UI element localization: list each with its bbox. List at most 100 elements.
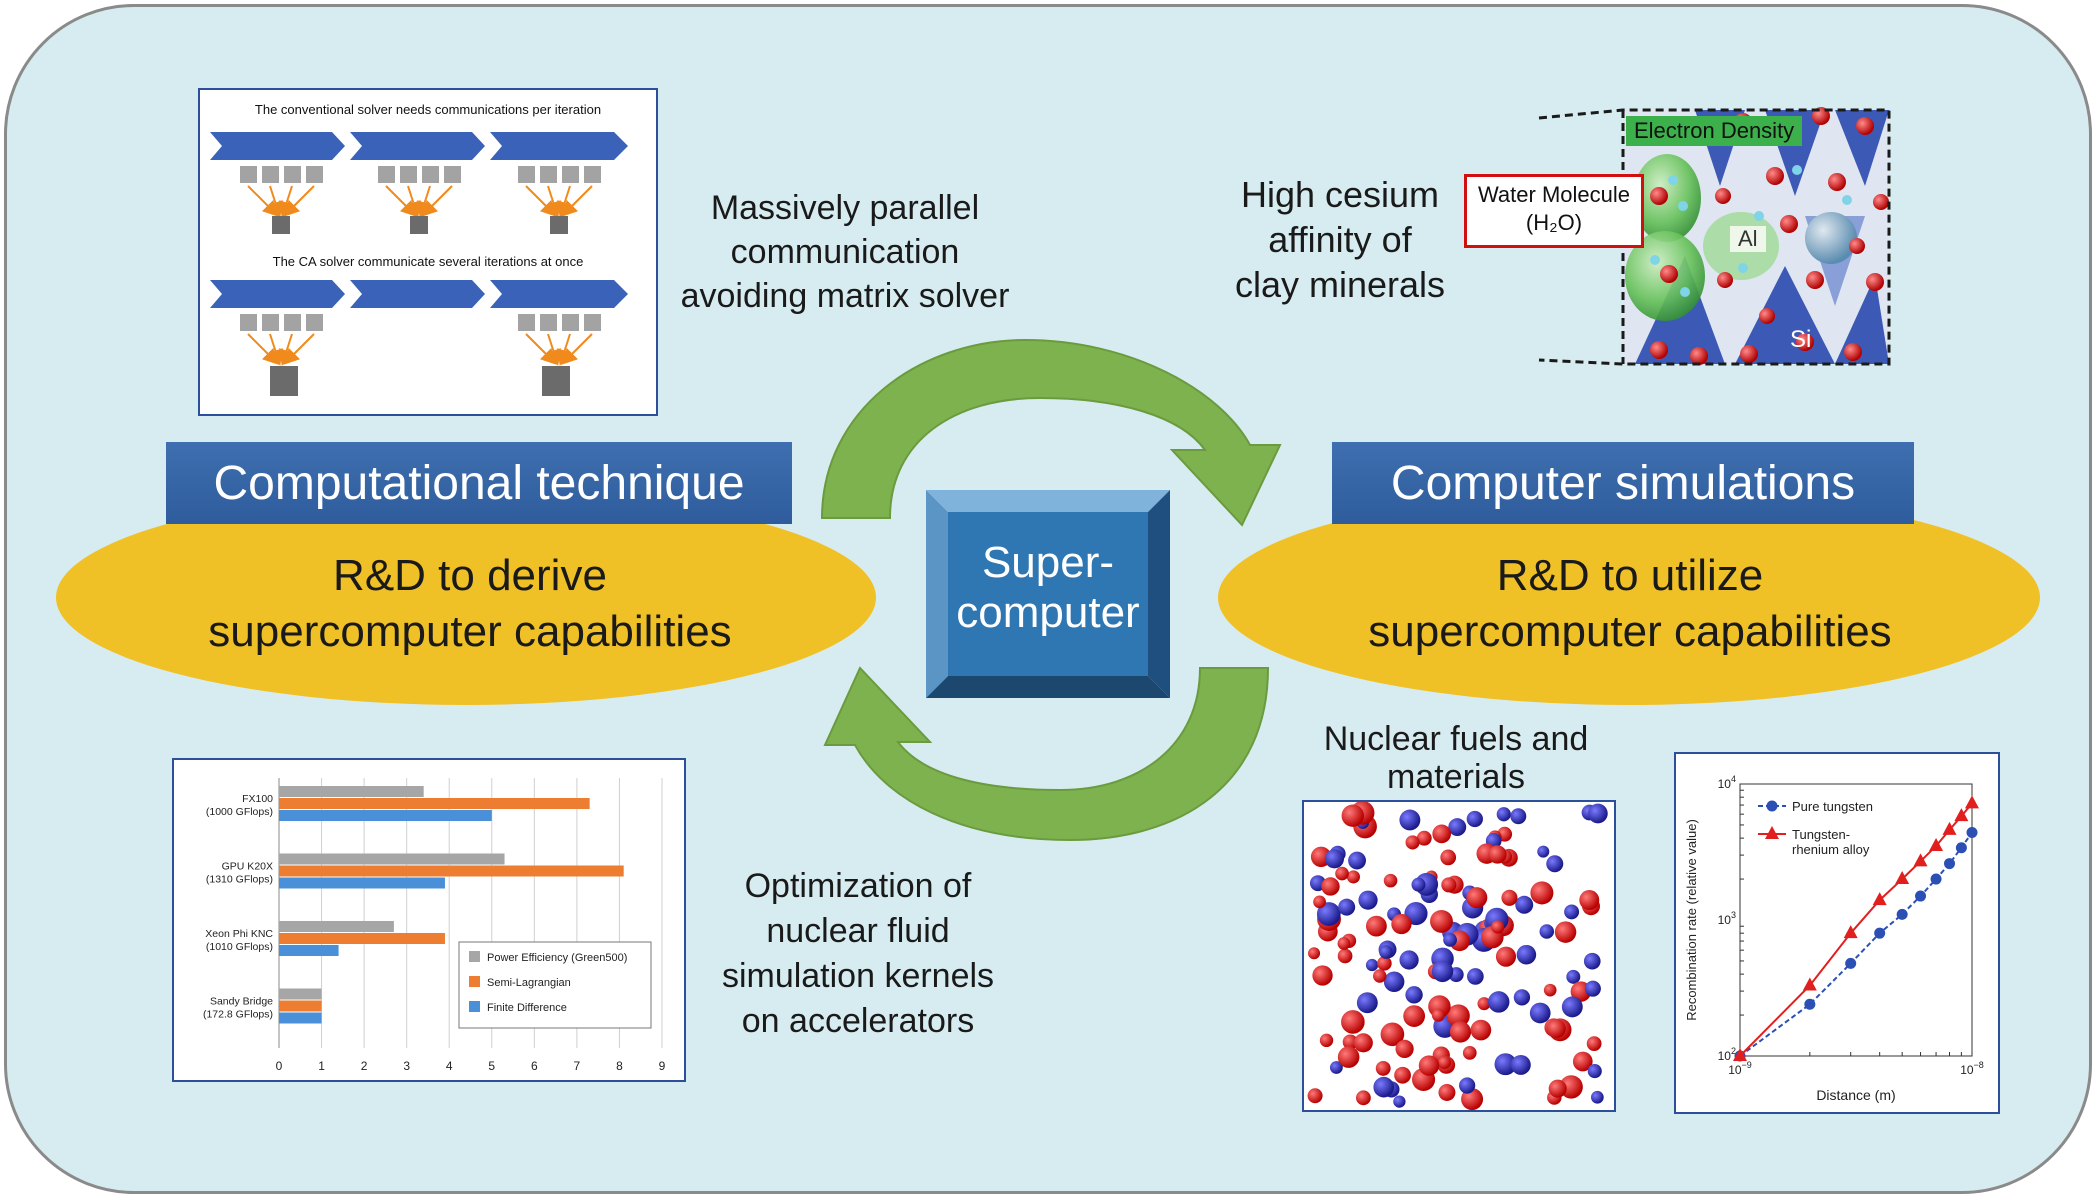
bar xyxy=(279,798,590,809)
supercomputer-line-2: computer xyxy=(956,588,1140,637)
top-cycle-arrow xyxy=(820,338,1282,527)
data-point-circle xyxy=(1955,842,1967,854)
bar xyxy=(279,933,445,944)
right-ellipse xyxy=(1218,490,2040,705)
atom-red xyxy=(1430,909,1453,933)
atom-red xyxy=(1554,921,1577,943)
data-point-triangle xyxy=(1802,977,1817,991)
data-point-triangle xyxy=(1954,808,1969,822)
y-tick-label: 103 xyxy=(1718,910,1736,927)
atom-blue xyxy=(1510,808,1527,825)
bar xyxy=(279,1012,322,1024)
atom-red xyxy=(1383,873,1398,888)
data-point-triangle xyxy=(1965,795,1979,809)
data-point-circle xyxy=(1930,873,1942,885)
left-ellipse xyxy=(56,490,876,705)
caption-cesium-line-3: clay minerals xyxy=(1234,264,1446,305)
bar-category-label: Sandy Bridge xyxy=(210,996,273,1008)
bar xyxy=(279,865,624,877)
solver-title-ca: The CA solver communicate several iterat… xyxy=(272,254,584,269)
left-ellipse-line-1: R&D to derive xyxy=(333,551,607,600)
atom-red xyxy=(1365,915,1387,937)
caption-kernel-line-4: on accelerators xyxy=(741,1002,975,1040)
data-point-triangle xyxy=(1895,871,1910,885)
right-ellipse-line-2: supercomputer capabilities xyxy=(1368,607,1892,656)
solver-diagram xyxy=(210,132,628,396)
y-tick-exponent: 2 xyxy=(1731,1046,1736,1056)
electron-density-label: Electron Density xyxy=(1626,116,1803,146)
data-point-circle xyxy=(1874,927,1886,939)
atom-blue xyxy=(1324,849,1344,869)
supercomputer-label: Super- computer xyxy=(948,538,1148,638)
bar-x-tick-label: 1 xyxy=(318,1059,325,1073)
conventional-nodes xyxy=(240,166,601,183)
right-header-label: Computer simulations xyxy=(1390,456,1856,510)
y-tick-exponent: 4 xyxy=(1731,774,1736,784)
atom-blue xyxy=(1431,960,1454,983)
atom-red xyxy=(1432,824,1452,844)
x-tick-exponent: −9 xyxy=(1742,1060,1752,1070)
atom-red xyxy=(1373,969,1387,983)
atom-blue xyxy=(1515,895,1534,914)
hydrogen-atoms xyxy=(1650,165,1852,297)
legend-marker xyxy=(1765,826,1779,839)
atom-blue xyxy=(1316,902,1341,926)
caption-cesium-affinity: High cesium affinity of clay minerals xyxy=(1220,172,1460,307)
bar-x-tick-label: 2 xyxy=(361,1059,368,1073)
atom-red xyxy=(1346,870,1360,884)
atom-blue xyxy=(1443,932,1457,947)
atom-red xyxy=(1470,1019,1492,1041)
atom-red xyxy=(1579,890,1600,911)
x-tick-base: 10 xyxy=(1728,1063,1742,1077)
bar-legend-label: Power Efficiency (Green500) xyxy=(487,952,627,964)
atom-blue xyxy=(1399,950,1419,970)
bar xyxy=(279,877,445,889)
si-label: Si xyxy=(1790,326,1812,353)
solver-figure: The conventional solver needs communicat… xyxy=(198,88,658,416)
data-point-circle xyxy=(1915,890,1927,902)
y-tick-base: 10 xyxy=(1718,913,1732,927)
caption-communication-avoiding: Massively parallel communication avoidin… xyxy=(650,186,1040,318)
bar xyxy=(279,921,394,932)
bar-x-tick-label: 6 xyxy=(531,1059,538,1073)
caption-cesium-line-1: High cesium xyxy=(1240,174,1440,215)
atom-blue xyxy=(1411,877,1426,892)
bar-category-label: Xeon Phi KNC xyxy=(205,928,273,940)
atom-blue xyxy=(1587,1064,1602,1079)
x-axis-label: Distance (m) xyxy=(1816,1087,1895,1103)
atom-red xyxy=(1308,947,1321,960)
series-line xyxy=(1739,802,1973,1057)
bar-legend-label: Finite Difference xyxy=(487,1002,567,1014)
water-formula-label: (H₂O) xyxy=(1525,210,1583,235)
data-point-circle xyxy=(1944,858,1956,870)
atom-red xyxy=(1394,1066,1411,1084)
bar xyxy=(279,810,492,821)
left-ellipse-line-2: supercomputer capabilities xyxy=(208,607,732,656)
atom-blue xyxy=(1448,818,1467,837)
atom-red xyxy=(1462,1046,1477,1060)
atom-red xyxy=(1312,965,1333,986)
legend-label: Tungsten- xyxy=(1792,827,1850,842)
x-tick-base: 10 xyxy=(1960,1063,1974,1077)
y-tick-base: 10 xyxy=(1718,1049,1732,1063)
bar-category-sublabel: (1010 GFlops) xyxy=(206,941,273,953)
atom-red xyxy=(1337,1046,1360,1068)
data-point-triangle xyxy=(1733,1048,1747,1061)
y-tick-base: 10 xyxy=(1718,777,1732,791)
legend-label: rhenium alloy xyxy=(1792,842,1870,857)
atom-red xyxy=(1466,887,1488,909)
series-line xyxy=(1739,831,1973,1057)
atom-blue xyxy=(1513,989,1531,1006)
atom-red xyxy=(1341,1010,1365,1034)
supercomputer-block xyxy=(926,490,1170,698)
atom-red xyxy=(1337,937,1351,950)
atom-red xyxy=(1572,1051,1593,1072)
left-header: Computational technique xyxy=(166,442,792,524)
bar-category-sublabel: (172.8 GFlops) xyxy=(203,1009,273,1021)
conventional-reduce-nodes xyxy=(272,216,568,234)
conventional-arrows xyxy=(247,185,593,218)
